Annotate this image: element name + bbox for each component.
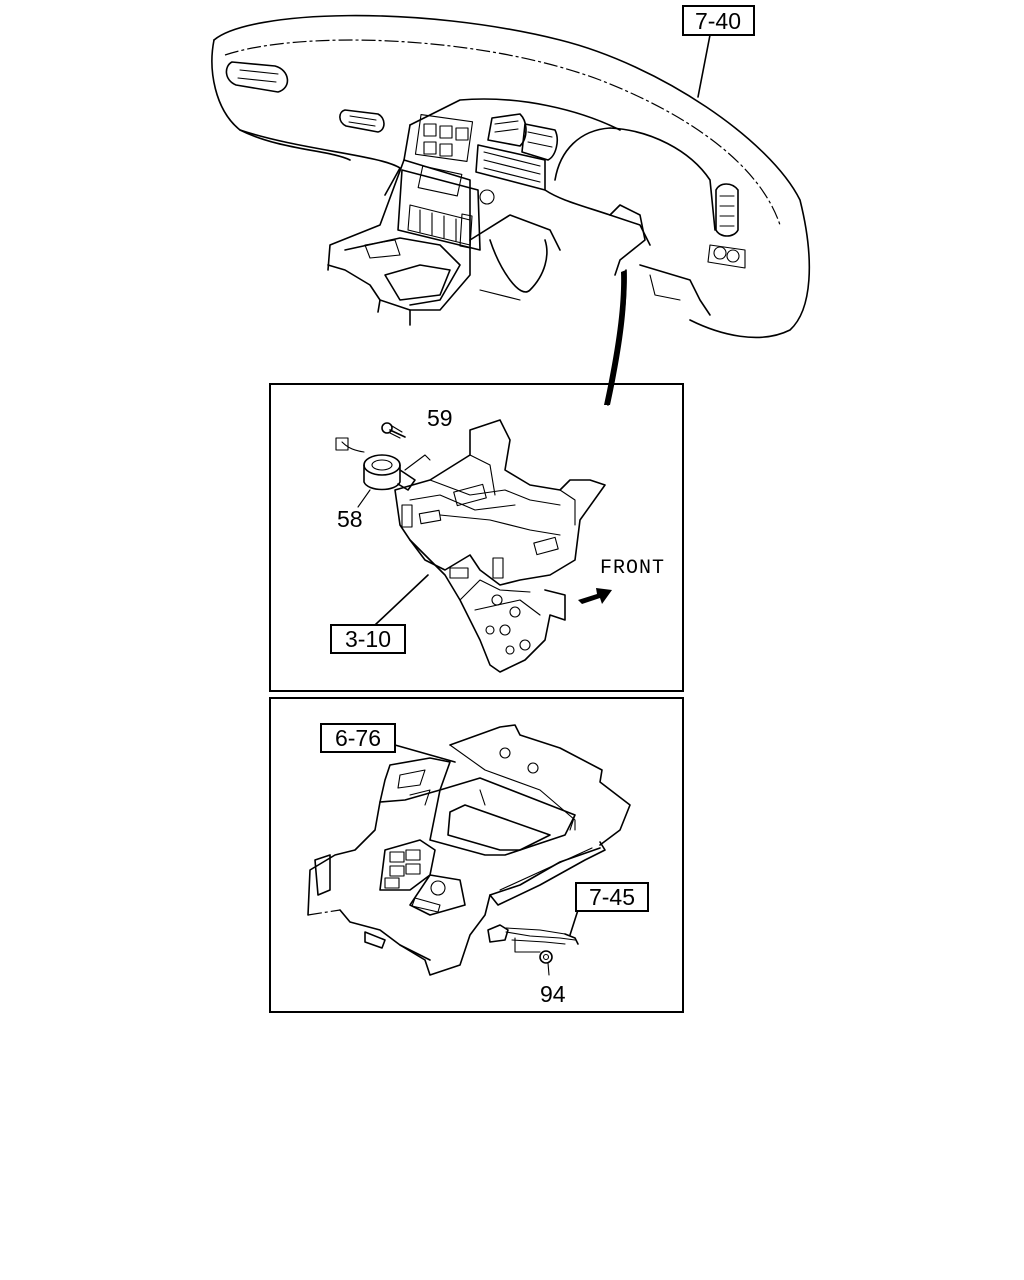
svg-text:58: 58: [337, 506, 363, 532]
part-label-94: 94: [540, 981, 566, 1007]
ref-box-3-10: 3-10: [330, 574, 429, 654]
svg-text:6-76: 6-76: [335, 725, 381, 751]
ref-box-7-45: 7-45: [569, 882, 649, 936]
ref-box-6-76: 6-76: [320, 723, 456, 763]
part-label-59: 59: [427, 405, 453, 431]
svg-text:7-40: 7-40: [695, 8, 741, 34]
bracket-illustration: [335, 419, 612, 673]
detail-frame-console: [269, 697, 684, 1013]
part-label-58: 58: [337, 489, 371, 532]
dashboard-illustration: [211, 14, 811, 406]
svg-text:94: 94: [540, 981, 566, 1007]
svg-text:7-45: 7-45: [589, 884, 635, 910]
svg-text:59: 59: [427, 405, 453, 431]
ref-box-7-40: 7-40: [682, 5, 755, 98]
detail-frame-bracket: [269, 383, 684, 692]
svg-text:3-10: 3-10: [345, 626, 391, 652]
front-direction-label: FRONT: [600, 557, 665, 580]
front-arrow-icon: [578, 588, 612, 604]
console-illustration: [307, 724, 631, 976]
